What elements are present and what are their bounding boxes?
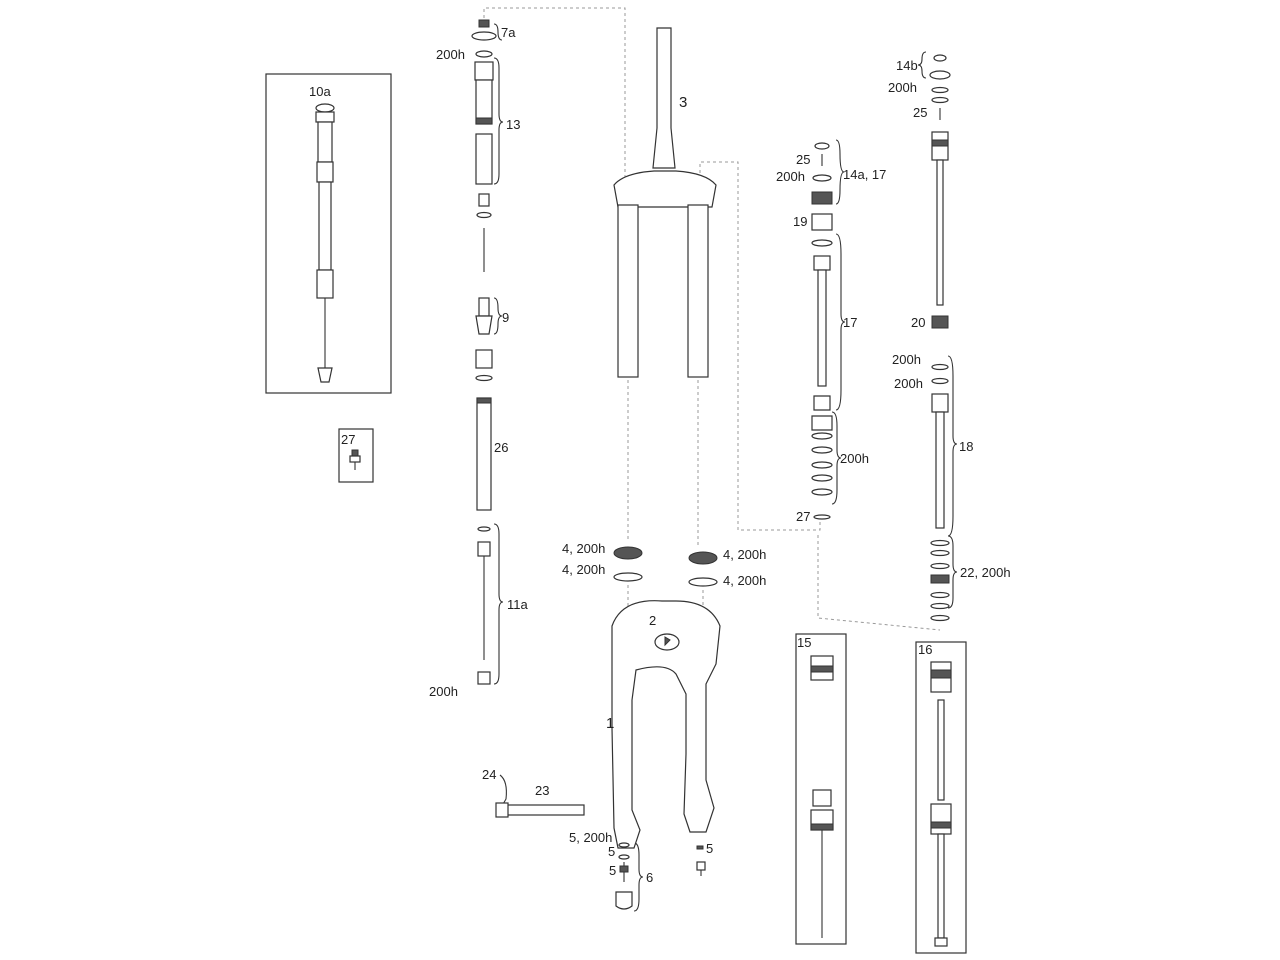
label-14a-17: 14a, 17 <box>843 167 887 182</box>
part-column-17 <box>811 142 833 520</box>
part-10a-damper <box>315 103 335 383</box>
label-5: 5 <box>706 841 714 856</box>
label-25: 25 <box>913 105 928 120</box>
label-24: 24 <box>482 767 497 782</box>
label-4-200h: 4, 200h <box>723 547 767 562</box>
part-3-crown-steerer <box>613 27 717 378</box>
part-column-left <box>471 19 497 685</box>
label-25: 25 <box>796 152 811 167</box>
kit-box-16 <box>915 641 967 954</box>
part-16-kit <box>930 661 952 947</box>
label-16: 16 <box>918 642 933 657</box>
kit-box-10a <box>265 73 392 394</box>
label-4-200h: 4, 200h <box>723 573 767 588</box>
leader-lines <box>483 7 941 631</box>
label-5-200h: 5, 200h <box>569 830 613 845</box>
brace-marks <box>493 23 958 912</box>
label-4-200h: 4, 200h <box>562 562 606 577</box>
label-7a: 7a <box>501 25 516 40</box>
part-5-6-bolts <box>615 842 706 910</box>
part-4-seals <box>613 546 718 587</box>
label-22-200h: 22, 200h <box>960 565 1011 580</box>
label-18: 18 <box>959 439 974 454</box>
label-2: 2 <box>649 613 657 628</box>
label-200h: 200h <box>429 684 458 699</box>
label-200h: 200h <box>776 169 805 184</box>
label-200h: 200h <box>436 47 465 62</box>
label-20: 20 <box>911 315 926 330</box>
label-200h: 200h <box>894 376 923 391</box>
label-11a: 11a <box>507 597 528 612</box>
label-5: 5 <box>608 844 616 859</box>
label-6: 6 <box>646 870 654 885</box>
label-17: 17 <box>843 315 858 330</box>
label-3: 3 <box>679 94 688 111</box>
label-200h: 200h <box>840 451 869 466</box>
label-14b: 14b <box>896 58 918 73</box>
label-1: 1 <box>606 715 615 732</box>
kit-box-27 <box>338 428 374 483</box>
label-23: 23 <box>535 783 550 798</box>
label-26: 26 <box>494 440 509 455</box>
label-200h: 200h <box>888 80 917 95</box>
label-9: 9 <box>502 310 510 325</box>
label-19: 19 <box>793 214 808 229</box>
label-10a: 10a <box>309 84 331 99</box>
label-15: 15 <box>797 635 812 650</box>
part-15-kit <box>810 655 834 938</box>
label-4-200h: 4, 200h <box>562 541 606 556</box>
label-200h: 200h <box>892 352 921 367</box>
part-1-lowers <box>611 600 721 849</box>
label-5: 5 <box>609 863 617 878</box>
label-27: 27 <box>341 432 356 447</box>
label-13: 13 <box>506 117 521 132</box>
part-column-18 <box>929 54 951 622</box>
kit-box-15 <box>795 633 847 945</box>
label-27: 27 <box>796 509 811 524</box>
part-23-axle <box>495 774 585 818</box>
part-27-valve <box>349 449 361 470</box>
